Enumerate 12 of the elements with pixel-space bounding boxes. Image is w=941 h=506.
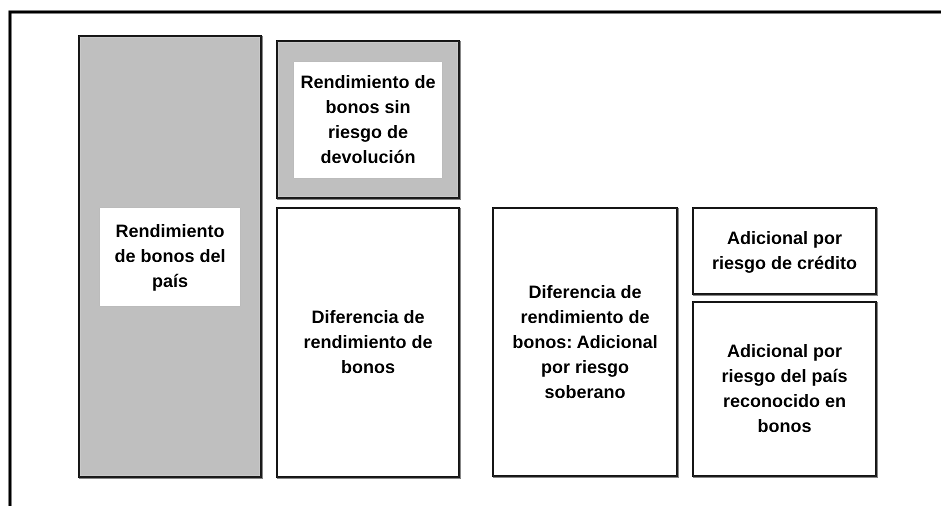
box-text: Rendimiento de bonos del país [113, 220, 226, 293]
text-box [692, 207, 877, 295]
box-text: Diferencia de rendimiento de bonos: Adicional por riesgo soberano [511, 280, 659, 404]
shaded-box [78, 35, 262, 478]
text-box [492, 207, 678, 477]
box-text: Adicional por riesgo de crédito [710, 227, 858, 275]
shaded-box [276, 40, 460, 199]
text-box [692, 301, 877, 477]
text-box [276, 207, 460, 478]
box-text: Adicional por riesgo del país reconocido en bonos [720, 340, 849, 438]
box-text: Diferencia de rendimiento de bonos [302, 306, 434, 379]
box-text: Rendimiento de bonos sin riesgo de devolución [299, 70, 436, 168]
